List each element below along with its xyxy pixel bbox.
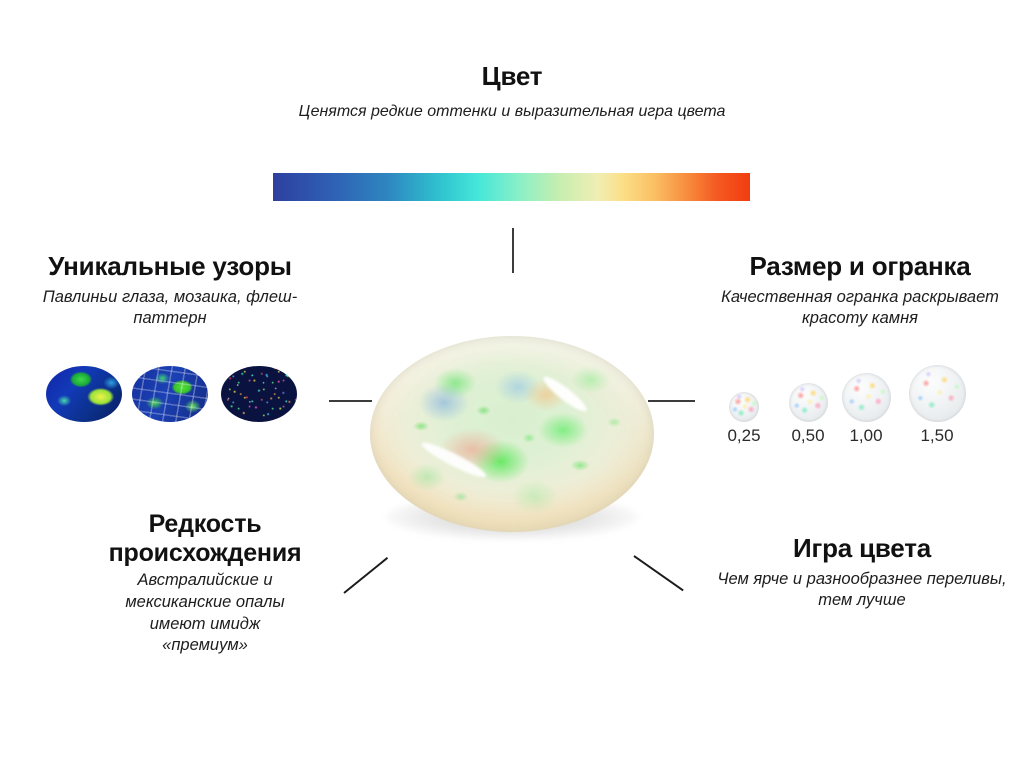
rarity-section-subtitle: Австралийские и мексиканские опалы имеют… (125, 571, 285, 655)
pattern-thumbnail-row (36, 366, 306, 424)
patterns-section-title: Уникальные узоры (48, 251, 292, 281)
opal-body (370, 336, 654, 532)
size-section: Размер и огранка Качественная огранка ра… (700, 251, 1020, 330)
size-section-title: Размер и огранка (749, 251, 971, 281)
color-gradient-bar (273, 173, 750, 201)
patterns-section-subtitle: Павлиньи глаза, мозаика, флеш-паттерн (42, 287, 298, 328)
opal-highlight-upper (540, 372, 590, 416)
size-section-subtitle: Качественная огранка раскрывает красоту … (721, 287, 999, 328)
color-section-title: Цвет (481, 61, 543, 91)
opal-highlight-lower (419, 438, 489, 482)
opal-size-dot (729, 392, 759, 422)
carat-size-item: 0,50 (778, 383, 838, 446)
mosaic-pattern-opal-thumbnail (132, 366, 208, 422)
opal-size-dot (788, 383, 828, 422)
pinfire-pattern-opal-thumbnail (221, 366, 297, 422)
connector-line-top (512, 228, 514, 273)
carat-size-label: 1,50 (920, 426, 954, 445)
patterns-section: Уникальные узоры Павлиньи глаза, мозаика… (10, 251, 330, 330)
carat-size-label: 0,25 (727, 426, 761, 445)
opal-size-dot (908, 365, 966, 422)
connector-line-bottom-right (633, 555, 684, 592)
carat-size-item: 1,00 (836, 373, 896, 446)
flash-pattern-opal-thumbnail (46, 366, 122, 422)
carat-size-label: 0,50 (791, 426, 825, 445)
play-of-color-section-subtitle: Чем ярче и разнообразнее переливы, тем л… (717, 569, 1007, 610)
color-section: Цвет Ценятся редкие оттенки и выразитель… (262, 61, 762, 122)
opal-size-dot (841, 373, 891, 422)
play-of-color-section-title: Игра цвета (792, 533, 932, 563)
connector-line-left (329, 400, 372, 402)
carat-size-item: 1,50 (906, 365, 968, 446)
connector-line-right (648, 400, 695, 402)
opal-cabochon (368, 334, 656, 546)
color-section-subtitle: Ценятся редкие оттенки и выразительная и… (298, 102, 726, 120)
carat-size-label: 1,00 (849, 426, 883, 445)
rarity-section-title-line2: происхождения (108, 538, 302, 567)
rarity-section-title-line1: Редкость (148, 510, 262, 538)
carat-size-item: 0,25 (714, 392, 774, 446)
rarity-section: Редкость происхождения Австралийские и м… (55, 510, 355, 657)
carat-size-scale: 0,25 0,50 1,00 1,50 (714, 365, 1010, 446)
play-of-color-section: Игра цвета Чем ярче и разнообразнее пере… (702, 533, 1022, 612)
